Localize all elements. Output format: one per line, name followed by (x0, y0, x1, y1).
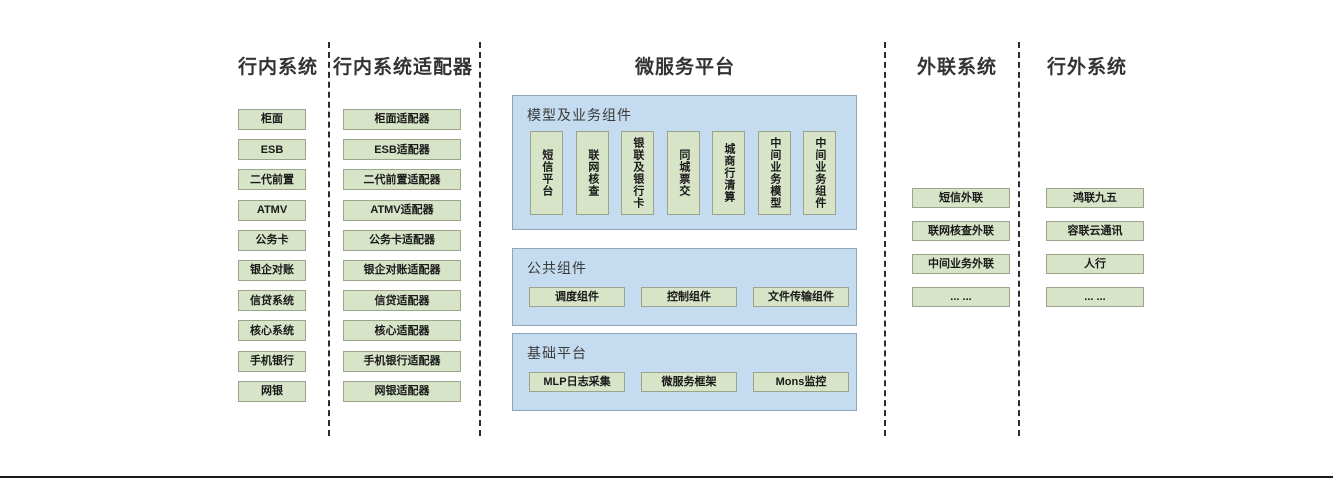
node-external-liaison-systems-2[interactable]: 中间业务外联 (912, 254, 1010, 274)
node-model-business-components-6[interactable]: 中间业务组件 (803, 131, 836, 215)
node-in-bank-adapters-5[interactable]: 银企对账适配器 (343, 260, 461, 281)
node-model-business-components-5[interactable]: 中间业务模型 (758, 131, 791, 215)
node-model-business-components-0[interactable]: 短信平台 (530, 131, 563, 215)
node-in-bank-adapters-4[interactable]: 公务卡适配器 (343, 229, 461, 251)
column-title-out-of-bank-systems: 行外系统 (1046, 57, 1127, 78)
node-model-business-components-2[interactable]: 银联及银行卡 (621, 131, 654, 215)
node-in-bank-systems-9[interactable]: 网银 (238, 380, 306, 402)
node-in-bank-systems-8[interactable]: 手机银行 (238, 350, 306, 372)
column-title-microservice-platform: 微服务平台 (634, 57, 735, 78)
panel-title-public-components: 公共组件 (527, 260, 587, 276)
node-out-of-bank-systems-0[interactable]: 鸿联九五 (1046, 188, 1144, 208)
node-in-bank-systems-5[interactable]: 银企对账 (238, 260, 306, 281)
node-model-business-components-4[interactable]: 城商行清算 (712, 131, 745, 215)
node-external-liaison-systems-0[interactable]: 短信外联 (912, 188, 1010, 208)
node-model-business-components-3[interactable]: 同城票交 (667, 131, 700, 215)
node-public-components-0[interactable]: 调度组件 (529, 287, 625, 307)
column-title-external-liaison-systems: 外联系统 (916, 57, 997, 78)
bottom-divider (0, 476, 1333, 478)
node-in-bank-adapters-8[interactable]: 手机银行适配器 (343, 350, 461, 372)
node-in-bank-adapters-2[interactable]: 二代前置适配器 (343, 169, 461, 191)
node-out-of-bank-systems-3[interactable]: ... ... (1046, 287, 1144, 307)
node-in-bank-systems-2[interactable]: 二代前置 (238, 169, 306, 191)
node-label: 中间业务组件 (813, 137, 826, 209)
node-in-bank-adapters-0[interactable]: 柜面适配器 (343, 109, 461, 130)
node-in-bank-systems-1[interactable]: ESB (238, 139, 306, 161)
column-title-in-bank-systems: 行内系统 (238, 57, 319, 78)
panel-title-base-platform: 基础平台 (527, 345, 587, 361)
node-label: 联网核查 (586, 149, 599, 197)
node-label: 同城票交 (677, 149, 690, 197)
node-public-components-2[interactable]: 文件传输组件 (753, 287, 849, 307)
node-external-liaison-systems-1[interactable]: 联网核查外联 (912, 221, 1010, 241)
node-in-bank-systems-6[interactable]: 信贷系统 (238, 290, 306, 312)
node-out-of-bank-systems-1[interactable]: 容联云通讯 (1046, 221, 1144, 241)
node-base-platform-2[interactable]: Mons监控 (753, 372, 849, 392)
node-in-bank-adapters-1[interactable]: ESB适配器 (343, 139, 461, 161)
node-label: 中间业务模型 (768, 137, 781, 209)
node-in-bank-adapters-7[interactable]: 核心适配器 (343, 320, 461, 342)
node-label: 短信平台 (540, 149, 553, 197)
node-public-components-1[interactable]: 控制组件 (641, 287, 737, 307)
column-title-in-bank-adapters: 行内系统适配器 (333, 57, 474, 78)
node-label: 城商行清算 (722, 143, 735, 203)
sep-3-divider (884, 42, 886, 436)
node-in-bank-adapters-3[interactable]: ATMV适配器 (343, 199, 461, 221)
node-in-bank-systems-4[interactable]: 公务卡 (238, 229, 306, 251)
node-base-platform-0[interactable]: MLP日志采集 (529, 372, 625, 392)
node-out-of-bank-systems-2[interactable]: 人行 (1046, 254, 1144, 274)
node-in-bank-systems-7[interactable]: 核心系统 (238, 320, 306, 342)
node-in-bank-systems-3[interactable]: ATMV (238, 199, 306, 221)
sep-1-divider (328, 42, 330, 436)
node-model-business-components-1[interactable]: 联网核查 (576, 131, 609, 215)
node-label: 银联及银行卡 (631, 137, 644, 209)
sep-4-divider (1018, 42, 1020, 436)
node-in-bank-adapters-6[interactable]: 信贷适配器 (343, 290, 461, 312)
node-base-platform-1[interactable]: 微服务框架 (641, 372, 737, 392)
node-external-liaison-systems-3[interactable]: ... ... (912, 287, 1010, 307)
sep-2-divider (479, 42, 481, 436)
node-in-bank-systems-0[interactable]: 柜面 (238, 109, 306, 130)
panel-title-model-business-components: 模型及业务组件 (527, 107, 632, 123)
node-in-bank-adapters-9[interactable]: 网银适配器 (343, 380, 461, 402)
